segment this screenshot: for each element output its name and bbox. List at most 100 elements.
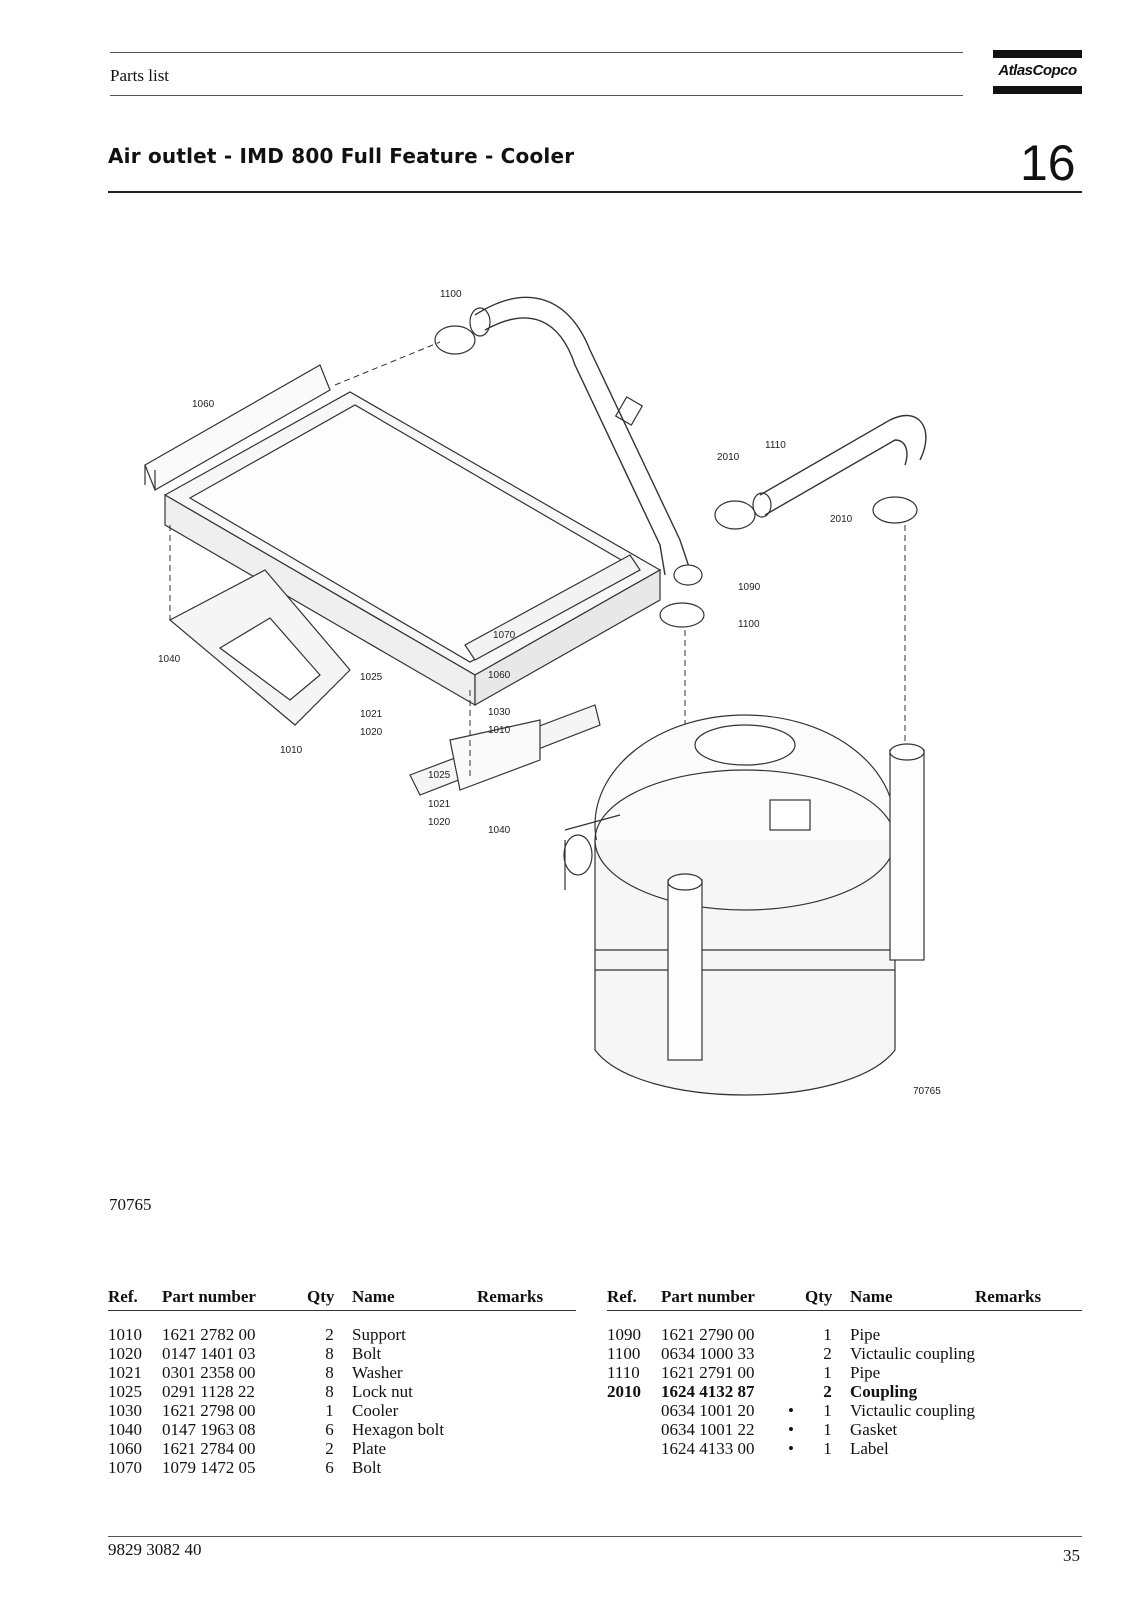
- cell-part-number: 0291 1128 22: [162, 1382, 255, 1401]
- cell-name: Pipe: [850, 1325, 881, 1344]
- col-remarks: Remarks: [975, 1287, 1082, 1311]
- cell-part-number: 1621 2791 00: [661, 1363, 755, 1382]
- cell-name: Label: [850, 1439, 889, 1458]
- cell-name: Washer: [352, 1363, 403, 1382]
- col-name: Name: [850, 1287, 976, 1311]
- cell-name: Cooler: [352, 1401, 399, 1420]
- cell-ref: [607, 1439, 661, 1458]
- cell-part-number: 1621 2798 00: [162, 1401, 256, 1420]
- callout: 1021: [428, 799, 451, 810]
- logo-text: AtlasCopco: [998, 62, 1077, 79]
- large-pipe: [469, 296, 691, 576]
- cell-name: Bolt: [352, 1458, 382, 1477]
- cell-mark: •: [788, 1420, 794, 1439]
- cell-ref: 1010: [108, 1325, 142, 1344]
- cell-ref: [607, 1401, 661, 1420]
- spacer-row: [607, 1311, 1082, 1326]
- cell-qty: 1: [823, 1439, 832, 1458]
- table-header-row: Ref. Part number Qty Name Remarks: [607, 1287, 1082, 1311]
- col-ref: Ref.: [607, 1287, 661, 1311]
- col-part-number: Part number: [162, 1287, 307, 1311]
- cell-name: Plate: [352, 1439, 386, 1458]
- callout: 1020: [428, 817, 451, 828]
- header-bottom-rule: [110, 95, 963, 96]
- header-top-rule: [110, 52, 963, 53]
- cell-mark: [777, 1344, 805, 1363]
- cell-remarks: [975, 1439, 1082, 1458]
- cell-part-number: 1621 2784 00: [162, 1439, 256, 1458]
- cell-qty: 2: [325, 1439, 334, 1458]
- cell-remarks: [477, 1382, 576, 1401]
- cell-mark: [777, 1363, 805, 1382]
- callout: 1110: [765, 440, 786, 451]
- cell-qty: 2: [823, 1344, 832, 1363]
- col-qty: Qty: [307, 1287, 352, 1311]
- cell-part-number: 0301 2358 00: [162, 1363, 256, 1382]
- page-title: Air outlet - IMD 800 Full Feature - Cool…: [108, 144, 575, 168]
- support-center: [409, 704, 601, 796]
- cell-qty: 1: [325, 1401, 334, 1420]
- col-part-number: Part number: [661, 1287, 777, 1311]
- cell-qty: 8: [325, 1344, 334, 1363]
- cell-name: Support: [352, 1325, 406, 1344]
- callout: 1090: [738, 582, 761, 593]
- cell-remarks: [975, 1325, 1082, 1344]
- cell-remarks: [975, 1363, 1082, 1382]
- callout: 1040: [488, 825, 511, 836]
- cell-remarks: [975, 1382, 1082, 1401]
- couplings: [434, 325, 918, 628]
- col-name: Name: [352, 1287, 477, 1311]
- callout: 2010: [830, 514, 853, 525]
- callout: 1100: [440, 289, 462, 300]
- callout: 1010: [280, 745, 303, 756]
- cell-qty: 1: [823, 1363, 832, 1382]
- callout: 1025: [360, 672, 383, 683]
- cell-part-number: 0634 1001 20: [661, 1401, 755, 1420]
- cell-name: Gasket: [850, 1420, 898, 1439]
- cell-part-number: 1621 2790 00: [661, 1325, 755, 1344]
- cell-name: Victaulic coupling: [850, 1401, 976, 1420]
- callout: 1025: [428, 770, 451, 781]
- cell-remarks: [477, 1325, 576, 1344]
- figure-id: 70765: [109, 1195, 152, 1214]
- cell-remarks: [477, 1401, 576, 1420]
- cell-name: Bolt: [352, 1344, 382, 1363]
- side-plate: [464, 554, 641, 661]
- cell-part-number: 1624 4133 00: [661, 1439, 755, 1458]
- small-pipe: [752, 414, 927, 518]
- cell-ref: 1040: [108, 1420, 142, 1439]
- callout: 1060: [192, 399, 215, 410]
- col-mark: [777, 1287, 805, 1311]
- callout: 1100: [738, 619, 760, 630]
- cover-plate: [144, 364, 331, 491]
- cell-part-number: 1621 2782 00: [162, 1325, 256, 1344]
- cell-ref: 1110: [607, 1363, 640, 1382]
- cell-remarks: [975, 1420, 1082, 1439]
- cooler-body: [163, 391, 662, 707]
- callout: 1060: [488, 670, 511, 681]
- cell-remarks: [477, 1344, 576, 1363]
- cell-name: Victaulic coupling: [850, 1344, 976, 1363]
- cell-mark: •: [788, 1401, 794, 1420]
- cell-ref: [607, 1420, 661, 1439]
- drawing-id: 70765: [913, 1086, 941, 1097]
- title-rule: [108, 191, 1082, 193]
- cell-part-number: 0634 1001 22: [661, 1420, 755, 1439]
- vertical-pipes: [667, 743, 925, 1061]
- callout: 1021: [360, 709, 383, 720]
- document-number: 9829 3082 40: [108, 1540, 202, 1559]
- cell-part-number: 0147 1963 08: [162, 1420, 256, 1439]
